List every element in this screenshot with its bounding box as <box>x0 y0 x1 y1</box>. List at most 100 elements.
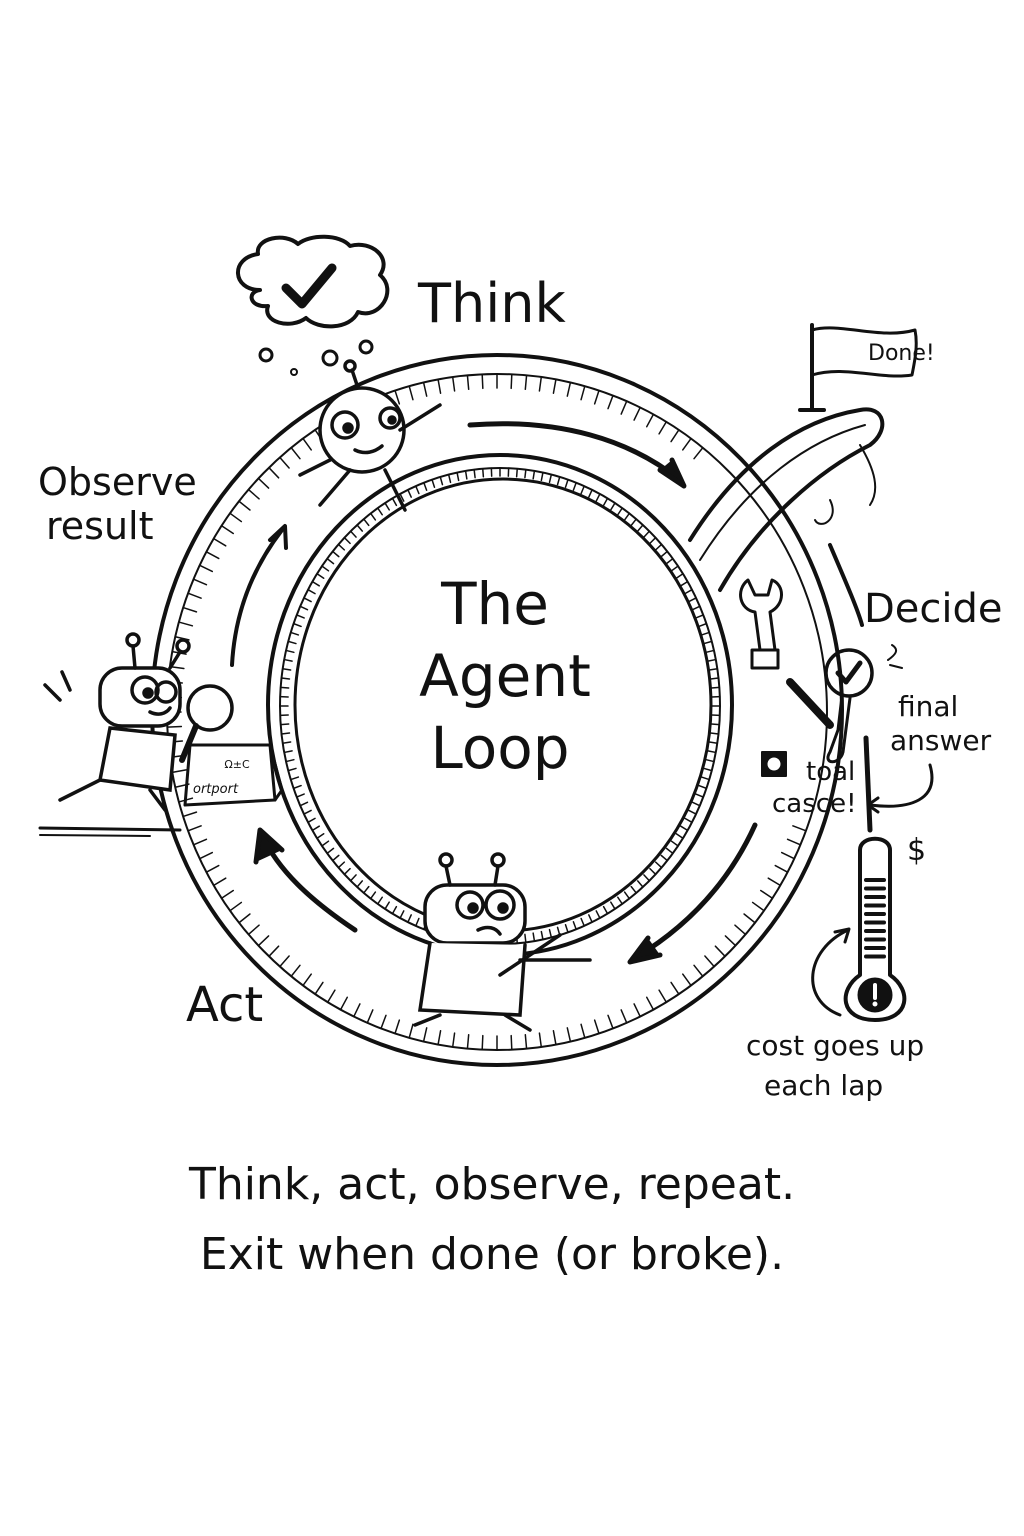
track-tick <box>681 973 692 987</box>
track-tick <box>356 880 364 888</box>
track-tick <box>649 536 657 545</box>
track-tick <box>751 901 765 912</box>
track-tick <box>623 512 631 521</box>
track-tick <box>456 471 460 482</box>
done-flag-label: Done! <box>868 341 935 366</box>
cost-line-2: each lap <box>764 1069 884 1102</box>
track-tick <box>349 874 357 882</box>
track-tick <box>311 580 320 587</box>
track-tick <box>693 964 704 978</box>
track-tick <box>247 924 260 936</box>
page-title: The Agent Loop <box>380 568 630 784</box>
track-tick <box>724 935 737 947</box>
track-tick <box>524 468 527 479</box>
track-tick <box>178 621 194 627</box>
track-tick <box>620 1009 628 1024</box>
arrow-think-to-decide <box>467 421 683 483</box>
track-tick <box>564 923 569 934</box>
track-tick <box>658 421 668 435</box>
track-tick <box>708 741 719 744</box>
track-tick <box>316 573 325 579</box>
track-tick <box>399 493 405 502</box>
track-tick <box>593 1019 600 1035</box>
track-tick <box>630 885 637 894</box>
track-tick <box>710 723 721 726</box>
tool-case-label: toal casce! <box>772 756 857 820</box>
track-tick <box>607 394 614 410</box>
track-tick <box>391 497 398 507</box>
track-tick <box>633 1003 641 1018</box>
track-tick <box>792 825 807 832</box>
track-tick <box>307 588 316 595</box>
track-tick <box>548 928 553 939</box>
track-tick <box>423 481 428 491</box>
robot-observe <box>43 632 234 812</box>
track-tick <box>303 809 312 815</box>
title-line-2: Agent <box>419 642 591 710</box>
track-tick <box>466 374 470 391</box>
track-tick <box>295 793 305 798</box>
tool-case-line-2: casce! <box>772 789 857 819</box>
caption-line-2: Exit when done (or broke). <box>199 1229 785 1281</box>
track-tick <box>408 385 414 401</box>
track-tick <box>665 557 674 565</box>
track-tick <box>670 981 680 995</box>
track-tick <box>377 507 383 516</box>
track-tick <box>391 905 398 915</box>
track-tick <box>303 597 312 603</box>
track-tick <box>257 477 270 489</box>
final-answer-label: final answer <box>890 690 991 758</box>
track-tick <box>171 769 187 774</box>
tool-case-line-1: toal <box>806 757 856 787</box>
track-tick <box>588 914 593 923</box>
track-tick <box>670 840 679 847</box>
track-tick <box>680 580 689 587</box>
track-tick <box>187 825 202 832</box>
done-flag <box>810 326 918 378</box>
cost-label: cost goes up each lap <box>746 1026 924 1106</box>
track-tick <box>295 614 305 619</box>
track-tick <box>431 478 436 489</box>
magnifying-glass-icon <box>186 684 234 732</box>
track-tick <box>636 524 644 532</box>
track-tick <box>556 476 561 486</box>
track-tick <box>636 880 644 888</box>
track-tick <box>285 758 295 763</box>
track-tick <box>566 1027 572 1043</box>
track-tick <box>408 1023 414 1039</box>
track-tick <box>280 677 291 680</box>
track-tick <box>326 847 335 855</box>
decide-check-circle <box>824 648 874 698</box>
track-tick <box>693 446 704 460</box>
track-tick <box>281 668 292 671</box>
track-tick <box>630 518 637 527</box>
track-tick <box>580 485 585 495</box>
track-tick <box>633 406 641 421</box>
track-tick <box>595 910 601 919</box>
track-tick <box>510 1034 513 1051</box>
track-tick <box>268 945 280 958</box>
caption: Think, act, observe, repeat. Exit when d… <box>0 1150 1024 1291</box>
track-tick <box>356 524 364 532</box>
track-tick <box>283 658 293 662</box>
track-tick <box>688 597 697 603</box>
track-tick <box>698 784 708 790</box>
track-tick <box>670 565 679 572</box>
track-tick <box>684 817 693 824</box>
track-tick <box>220 525 235 535</box>
track-tick <box>166 725 183 728</box>
track-tick <box>290 776 300 781</box>
track-tick <box>285 649 295 654</box>
track-tick <box>366 1009 374 1024</box>
track-tick <box>464 470 468 480</box>
track-tick <box>654 861 663 869</box>
track-tick <box>302 437 313 451</box>
exit-ramp <box>688 407 885 592</box>
track-tick <box>394 389 401 405</box>
track-tick <box>331 550 340 558</box>
observe-line-1: Observe <box>38 460 197 504</box>
track-tick <box>595 493 601 502</box>
track-tick <box>337 543 346 551</box>
cost-thermometer <box>843 836 907 1022</box>
track-tick <box>660 550 669 558</box>
